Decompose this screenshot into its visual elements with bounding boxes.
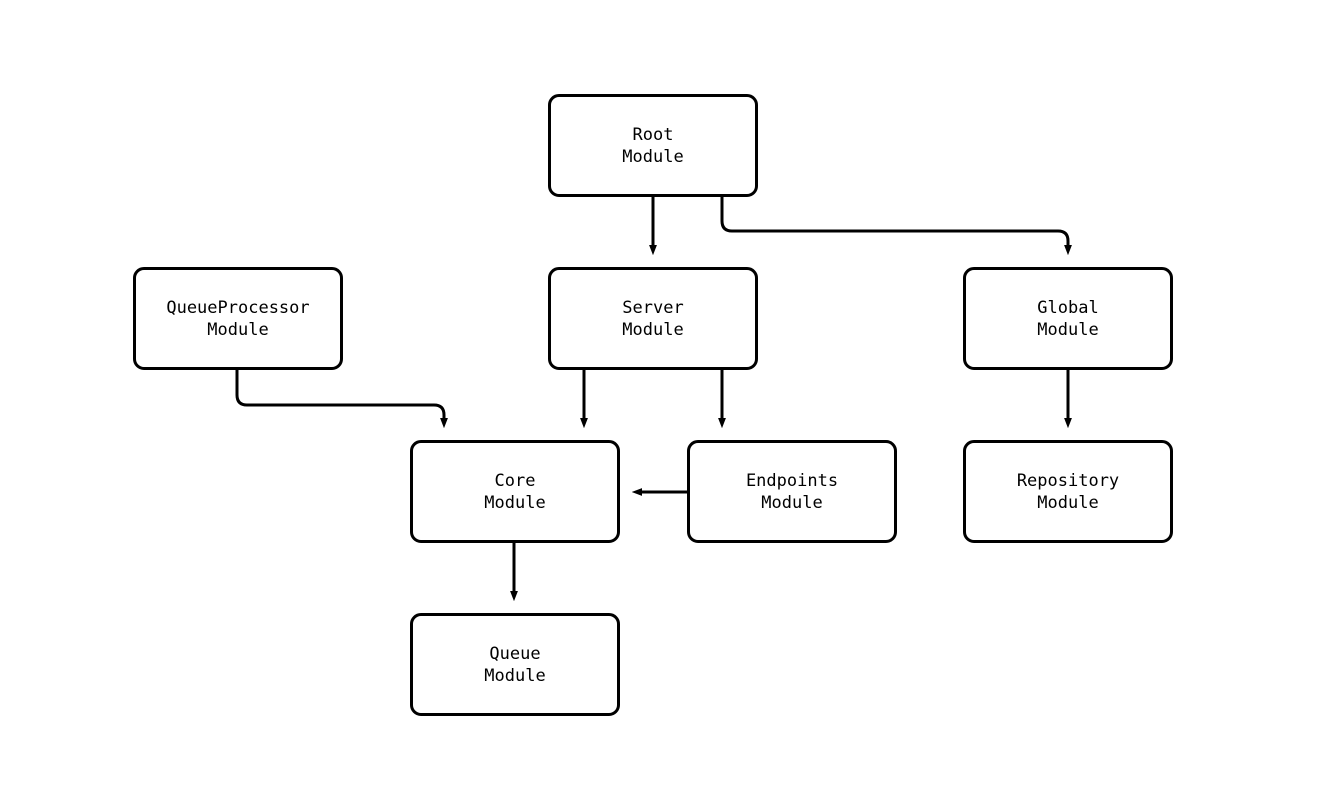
- node-root[interactable]: Root Module: [548, 94, 758, 197]
- node-queueprocessor[interactable]: QueueProcessor Module: [133, 267, 343, 370]
- node-root-line2: Module: [622, 146, 684, 167]
- node-repository[interactable]: Repository Module: [963, 440, 1173, 543]
- node-global-line1: Global: [1037, 297, 1099, 318]
- node-core-line2: Module: [484, 492, 546, 513]
- node-global[interactable]: Global Module: [963, 267, 1173, 370]
- node-repository-line2: Module: [1037, 492, 1099, 513]
- node-core[interactable]: Core Module: [410, 440, 620, 543]
- node-endpoints[interactable]: Endpoints Module: [687, 440, 897, 543]
- edge-root-global: [720, 197, 1068, 250]
- node-endpoints-line2: Module: [761, 492, 823, 513]
- node-core-line1: Core: [494, 470, 536, 491]
- node-queue-line1: Queue: [489, 643, 541, 664]
- node-server-line2: Module: [622, 319, 684, 340]
- node-queue[interactable]: Queue Module: [410, 613, 620, 716]
- node-queue-line2: Module: [484, 665, 546, 686]
- node-queueprocessor-line1: QueueProcessor: [166, 297, 310, 318]
- node-endpoints-line1: Endpoints: [745, 470, 839, 491]
- node-server[interactable]: Server Module: [548, 267, 758, 370]
- node-global-line2: Module: [1037, 319, 1099, 340]
- node-root-line1: Root: [632, 124, 674, 145]
- edge-queueprocessor-core: [235, 370, 444, 423]
- node-repository-line1: Repository: [1016, 470, 1120, 491]
- node-server-line1: Server: [622, 297, 684, 318]
- node-queueprocessor-line2: Module: [207, 319, 269, 340]
